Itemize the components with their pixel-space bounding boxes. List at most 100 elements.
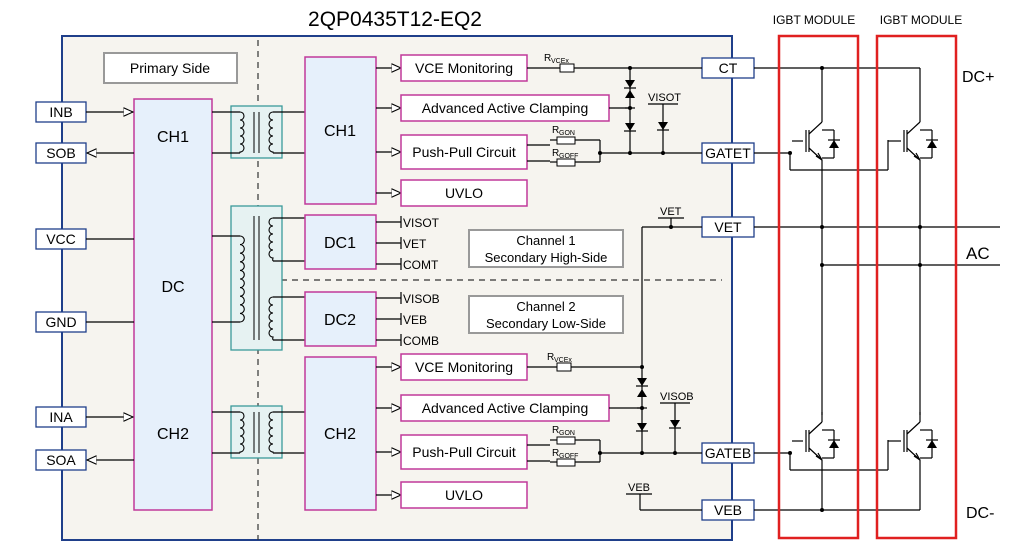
pin-vet: VET	[701, 216, 755, 238]
svg-text:VCE Monitoring: VCE Monitoring	[415, 359, 513, 375]
svg-text:VEB: VEB	[628, 482, 650, 494]
svg-text:Advanced Active Clamping: Advanced Active Clamping	[422, 400, 589, 416]
svg-text:COMB: COMB	[403, 334, 439, 348]
pin-gateb: GATEB	[701, 442, 755, 464]
ch1-uvlo	[400, 179, 528, 207]
svg-text:VCEx: VCEx	[551, 58, 569, 65]
svg-text:VCC: VCC	[46, 231, 76, 247]
svg-text:COMT: COMT	[403, 258, 439, 272]
secondary-ch1-label: CH1	[324, 123, 356, 140]
igbt-module-box-2	[875, 34, 958, 540]
dc2-block	[304, 291, 377, 347]
pin-inb: INB	[35, 101, 87, 123]
ch1-push-pull	[400, 134, 528, 170]
igbt-bottom-1-icon	[792, 412, 840, 485]
svg-text:R: R	[552, 148, 559, 159]
svg-text:VET: VET	[714, 219, 742, 235]
vet-wiring: VET	[641, 206, 702, 368]
pin-gatet: GATET	[701, 142, 755, 164]
svg-text:VISOT: VISOT	[648, 92, 681, 104]
svg-text:GATET: GATET	[705, 145, 751, 161]
svg-text:R: R	[544, 53, 551, 64]
svg-text:R: R	[552, 125, 559, 136]
ch2-active-clamping	[400, 394, 610, 422]
svg-text:VISOT: VISOT	[403, 216, 440, 230]
pin-sob: SOB	[35, 142, 87, 164]
rail-dc-plus: DC+	[962, 69, 994, 86]
svg-text:R: R	[547, 352, 554, 363]
svg-text:GND: GND	[45, 314, 76, 330]
pin-veb: VEB	[701, 499, 755, 521]
svg-text:UVLO: UVLO	[445, 185, 483, 201]
secondary-ch2-block	[304, 356, 377, 511]
igbt-top-2-icon	[888, 112, 938, 185]
channel1-box	[468, 229, 624, 268]
transformer-ch2	[212, 405, 305, 459]
ch1-secondary-wiring: R VCEx VISOT R GON R GOFF	[527, 53, 702, 167]
svg-text:INB: INB	[49, 104, 72, 120]
svg-text:VEB: VEB	[403, 313, 427, 327]
svg-text:VISOB: VISOB	[403, 292, 440, 306]
diagram-title: 2QP0435T12-EQ2	[308, 8, 482, 31]
svg-text:SOB: SOB	[46, 145, 76, 161]
dc2-outputs: VISOB VEB COMB	[376, 292, 440, 348]
primary-ch2-label: CH2	[157, 426, 189, 443]
igbt-top-1-icon	[792, 112, 840, 185]
primary-ch1-label: CH1	[157, 129, 189, 146]
svg-text:R: R	[552, 425, 559, 436]
transformer-ch1	[212, 105, 305, 159]
svg-text:VEB: VEB	[714, 502, 742, 518]
channel1-subtitle: Secondary High-Side	[485, 250, 608, 265]
ch1-functions: VCE Monitoring Advanced Active Clamping …	[376, 54, 610, 207]
svg-text:GOFF: GOFF	[559, 453, 578, 460]
pin-ct: CT	[701, 57, 755, 79]
svg-text:VISOB: VISOB	[660, 391, 694, 403]
channel1-title: Channel 1	[516, 233, 575, 248]
dc1-outputs: VISOT VET COMT	[376, 216, 440, 272]
channel2-box	[468, 295, 624, 334]
svg-text:SOA: SOA	[46, 452, 76, 468]
svg-text:Advanced Active Clamping: Advanced Active Clamping	[422, 100, 589, 116]
veb-wiring: VEB	[626, 482, 702, 511]
svg-text:VCE Monitoring: VCE Monitoring	[415, 60, 513, 76]
dc2-label: DC2	[324, 312, 356, 329]
primary-ic-block	[133, 98, 213, 511]
svg-text:VCEx: VCEx	[554, 357, 572, 364]
transformer-dc	[212, 205, 305, 351]
secondary-ch1-block	[304, 56, 377, 205]
channel2-subtitle: Secondary Low-Side	[486, 316, 606, 331]
channel2-title: Channel 2	[516, 299, 575, 314]
ch2-secondary-wiring: R VCEx VISOB R GON R GOFF	[527, 352, 702, 467]
ch2-push-pull	[400, 434, 528, 470]
secondary-ch2-label: CH2	[324, 426, 356, 443]
rail-ac: AC	[966, 244, 990, 263]
pin-soa: SOA	[35, 449, 87, 471]
svg-text:CT: CT	[719, 60, 738, 76]
svg-text:GOFF: GOFF	[559, 153, 578, 160]
ch1-active-clamping	[400, 94, 610, 122]
svg-text:GON: GON	[559, 430, 575, 437]
dc1-label: DC1	[324, 235, 356, 252]
svg-text:VET: VET	[660, 206, 682, 218]
ch2-uvlo	[400, 481, 528, 509]
pin-ina: INA	[35, 406, 87, 428]
igbt-module-box-1	[777, 34, 860, 540]
svg-text:Push-Pull Circuit: Push-Pull Circuit	[412, 444, 516, 460]
primary-dc-label: DC	[161, 279, 184, 296]
primary-side-box	[103, 52, 238, 84]
svg-text:Push-Pull Circuit: Push-Pull Circuit	[412, 144, 516, 160]
primary-side-label: Primary Side	[130, 60, 210, 76]
igbt-bottom-2-icon	[888, 412, 938, 485]
svg-text:R: R	[552, 448, 559, 459]
svg-text:INA: INA	[49, 409, 73, 425]
rail-dc-minus: DC-	[966, 505, 994, 522]
dc1-block	[304, 214, 377, 270]
svg-text:GON: GON	[559, 130, 575, 137]
pin-vcc: VCC	[35, 228, 87, 250]
svg-text:VET: VET	[403, 237, 427, 251]
igbt-module-label-1: IGBT MODULE	[773, 13, 855, 27]
svg-text:UVLO: UVLO	[445, 487, 483, 503]
ch1-vce-monitoring	[400, 54, 528, 82]
igbt-module-label-2: IGBT MODULE	[880, 13, 962, 27]
